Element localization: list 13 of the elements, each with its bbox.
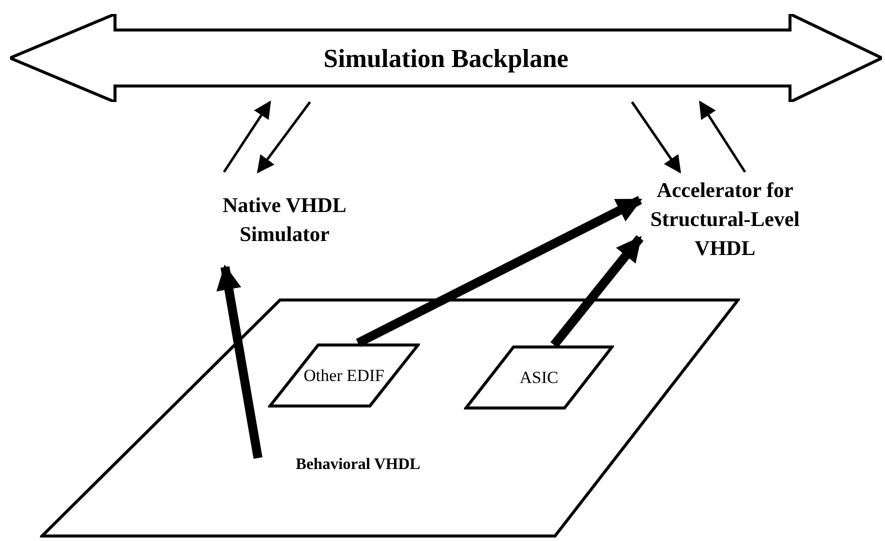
arrow	[216, 264, 262, 459]
chip-label: Other EDIF	[304, 366, 384, 386]
arrow	[630, 101, 682, 174]
node-label: Native VHDL Simulator	[222, 192, 347, 248]
node-label: Accelerator for Structural-Level VHDL	[649, 177, 801, 262]
arrow	[256, 101, 311, 174]
backplane-label: Simulation Backplane	[324, 42, 568, 74]
chip-label: ASIC	[520, 366, 558, 389]
node-label: Behavioral VHDL	[296, 455, 420, 475]
arrow	[550, 235, 644, 348]
arrow	[222, 100, 272, 173]
arrow	[356, 196, 642, 348]
arrow	[698, 100, 746, 173]
